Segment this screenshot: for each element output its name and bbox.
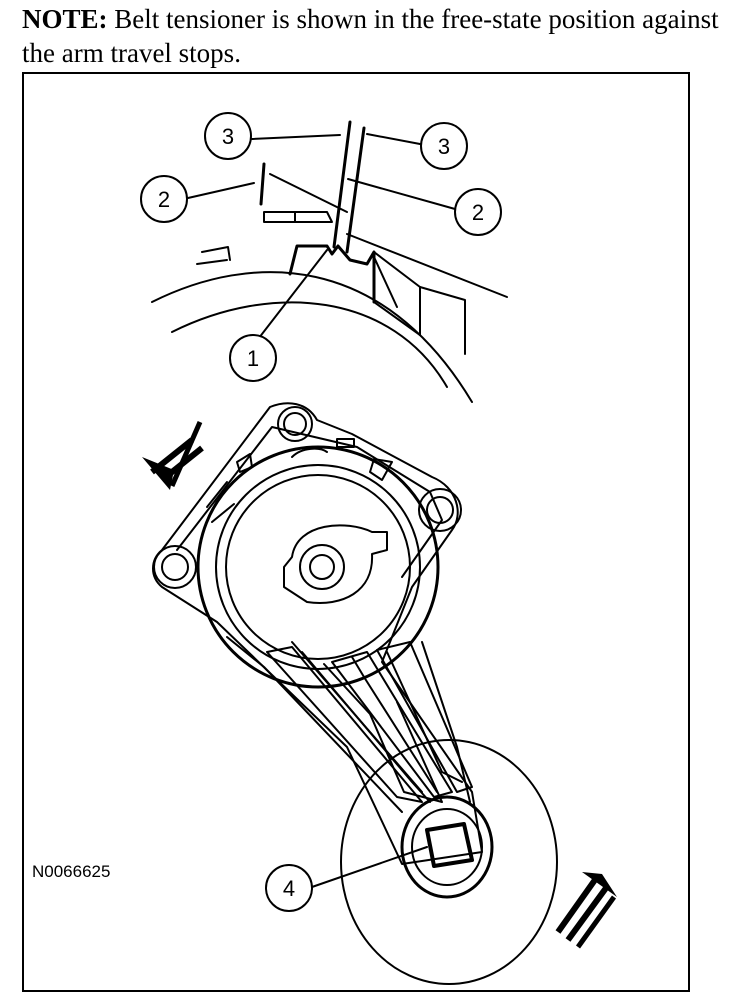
callout-4-circle xyxy=(265,864,313,912)
rotation-arrow-upper xyxy=(142,420,204,490)
callout-1-circle xyxy=(229,334,277,382)
tensioner-body xyxy=(152,402,558,985)
callout-2-left: 2 xyxy=(158,187,170,212)
callout-3-right-circle xyxy=(420,122,468,170)
callout-4: 4 xyxy=(283,876,295,901)
callout-2-right: 2 xyxy=(472,200,484,225)
callout-2-left-circle xyxy=(140,175,188,223)
diagram-frame: 3 3 2 2 1 4 xyxy=(22,72,690,992)
belt-tensioner-diagram: 3 3 2 2 1 4 xyxy=(140,112,617,985)
note-label: NOTE: xyxy=(22,4,108,34)
callout-3-left: 3 xyxy=(222,124,234,149)
callout-3-right: 3 xyxy=(438,134,450,159)
callout-1: 1 xyxy=(247,346,259,371)
callout-3-left-circle xyxy=(204,112,252,160)
note-text: NOTE: Belt tensioner is shown in the fre… xyxy=(22,2,722,70)
callout-2-right-circle xyxy=(454,188,502,236)
rotation-arrow-lower xyxy=(555,872,617,949)
figure-id: N0066625 xyxy=(32,862,111,881)
note-body: Belt tensioner is shown in the free-stat… xyxy=(22,4,719,68)
detail-view xyxy=(151,120,508,403)
